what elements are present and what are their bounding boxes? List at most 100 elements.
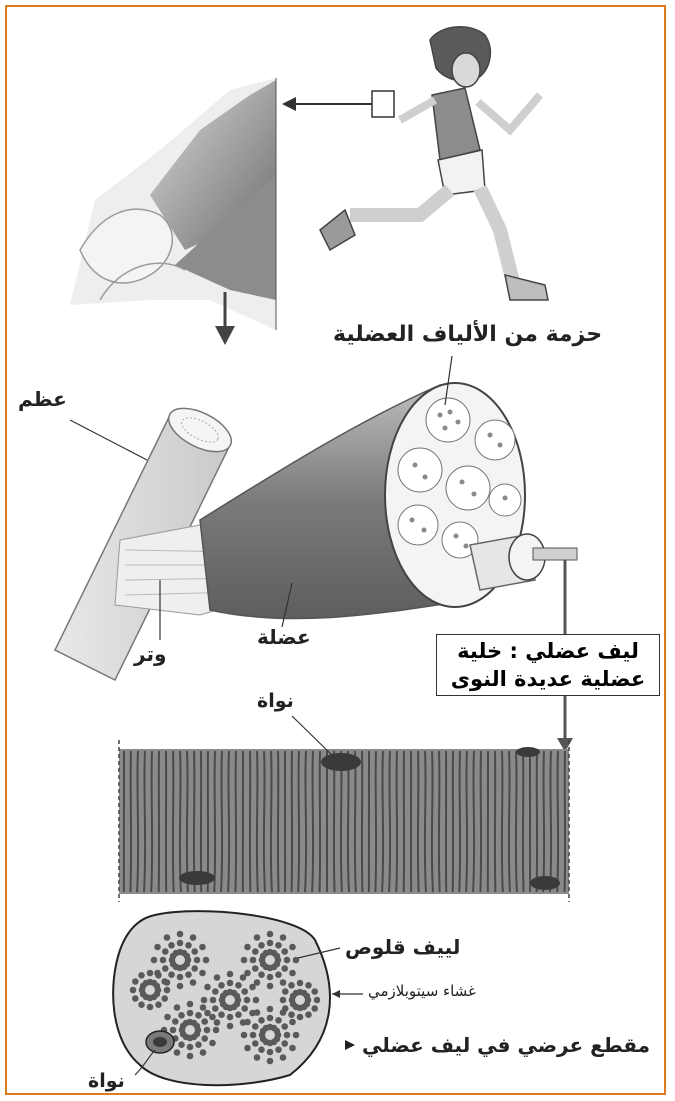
myofibril-dot — [204, 1027, 211, 1034]
myofibril-dot — [154, 944, 161, 951]
myofibril-dot — [200, 1049, 207, 1056]
label-bone: عظم — [18, 387, 67, 411]
myofibril-dot — [267, 983, 274, 990]
myofibril-dot — [267, 931, 274, 938]
myofibril-dot — [267, 1015, 274, 1022]
myofibril-dot — [275, 1046, 282, 1053]
myofibril-dot — [244, 1045, 251, 1052]
label-cytoplasmic-membrane: غشاء سيتوبلازمي — [368, 982, 476, 1000]
myofibril-dot — [241, 1005, 248, 1012]
myofibril-dot — [199, 970, 206, 977]
myofibril-dot — [191, 948, 198, 955]
myofibril-dot — [190, 934, 197, 941]
striation-line — [382, 751, 383, 892]
myofibril-dot — [267, 1058, 274, 1065]
myofibril-dot — [194, 957, 201, 964]
myofibril-dot — [267, 940, 274, 947]
myofibril-dot — [284, 957, 291, 964]
striation-line — [565, 751, 566, 892]
striation-line — [425, 751, 426, 892]
myofibril-dot — [252, 948, 259, 955]
striation-line — [459, 751, 460, 892]
striation-line — [375, 751, 376, 892]
label-tendon: وتر — [134, 642, 166, 666]
striation-line — [480, 751, 481, 892]
myofibril-dot — [249, 984, 256, 991]
myofibril-dot — [258, 971, 265, 978]
myofibril-dot — [244, 997, 251, 1004]
myofibril-dot — [200, 1004, 207, 1011]
myofibril-dot — [244, 1019, 251, 1026]
muscle-fiber — [119, 716, 569, 902]
myofibril-dot — [314, 997, 321, 1004]
striation-line — [271, 751, 272, 892]
myofibril-dot — [190, 979, 197, 986]
myofibril-dot — [209, 1040, 216, 1047]
myofibril-dot — [275, 971, 282, 978]
myofibril-dot — [162, 965, 169, 972]
myofibril-dot — [178, 1012, 185, 1019]
myofibril-dot — [203, 957, 210, 964]
myofibril-dot — [147, 970, 154, 977]
myofibril-dot — [168, 971, 175, 978]
myofibril-dot — [234, 993, 241, 1000]
myofibril-dot — [282, 988, 289, 995]
striation-line — [557, 751, 558, 892]
myofibril-dot — [297, 980, 304, 987]
myofibril-dot — [235, 982, 242, 989]
myofibril-dot — [253, 997, 260, 1004]
myofibril-dot — [187, 1001, 194, 1008]
myofibril-dot — [227, 1023, 234, 1030]
myofibril-dot — [288, 982, 295, 989]
myofibril-dot — [254, 1009, 261, 1016]
myofibril-dot — [194, 1023, 201, 1030]
myofibril-dot — [311, 1005, 318, 1012]
myofibril-dot — [155, 972, 162, 979]
striation-line — [278, 751, 279, 892]
knee-closeup — [70, 78, 276, 330]
myofibril-dot — [305, 982, 312, 989]
myofibril-dot — [132, 978, 139, 985]
myofibril-dot — [281, 948, 288, 955]
myofibril-dot — [250, 1032, 257, 1039]
label-cross-section: مقطع عرضي في ليف عضلي — [362, 1033, 650, 1057]
myofibril-dot — [293, 1032, 300, 1039]
striation-line — [523, 751, 524, 892]
myofibril-dot — [311, 988, 318, 995]
label-myofibril: لييف قلوص — [345, 935, 460, 959]
myofibril-dot — [187, 1053, 194, 1060]
striation-line — [235, 751, 236, 892]
myofibril-dot — [241, 988, 248, 995]
myofibril-dot — [280, 979, 287, 986]
myofibril-dot — [184, 953, 191, 960]
myofibril-dot — [177, 983, 184, 990]
myofibril-dot — [235, 1011, 242, 1018]
striation-line — [473, 751, 474, 892]
myofibril-dot — [187, 1044, 194, 1051]
myofibril-dot — [154, 983, 161, 990]
myofibril-dot — [252, 965, 259, 972]
striation-line — [298, 751, 299, 892]
myofibril-dot — [212, 988, 219, 995]
striation-line — [214, 751, 215, 892]
striation-line — [348, 751, 349, 892]
myofibril-dot — [147, 1004, 154, 1011]
myofibril-dot — [155, 1001, 162, 1008]
striation-line — [151, 751, 152, 892]
striation-line — [228, 751, 229, 892]
striation-line — [187, 751, 188, 892]
myofibril-dot — [241, 1032, 248, 1039]
myofibril-dot — [164, 987, 171, 994]
label-nucleus-fiber: نواة — [257, 690, 294, 712]
myofibril-dot — [187, 1010, 194, 1017]
striation-line — [389, 751, 390, 892]
myofibril-dot — [160, 957, 167, 964]
myofibril-dot — [274, 1028, 281, 1035]
striation-line — [194, 751, 195, 892]
myofibril-dot — [281, 1040, 288, 1047]
myofibril-dot — [214, 974, 221, 981]
myofibril-dot — [282, 1005, 289, 1012]
striation-line — [312, 751, 313, 892]
striation-line — [550, 751, 551, 892]
myofibril-dot — [250, 957, 257, 964]
